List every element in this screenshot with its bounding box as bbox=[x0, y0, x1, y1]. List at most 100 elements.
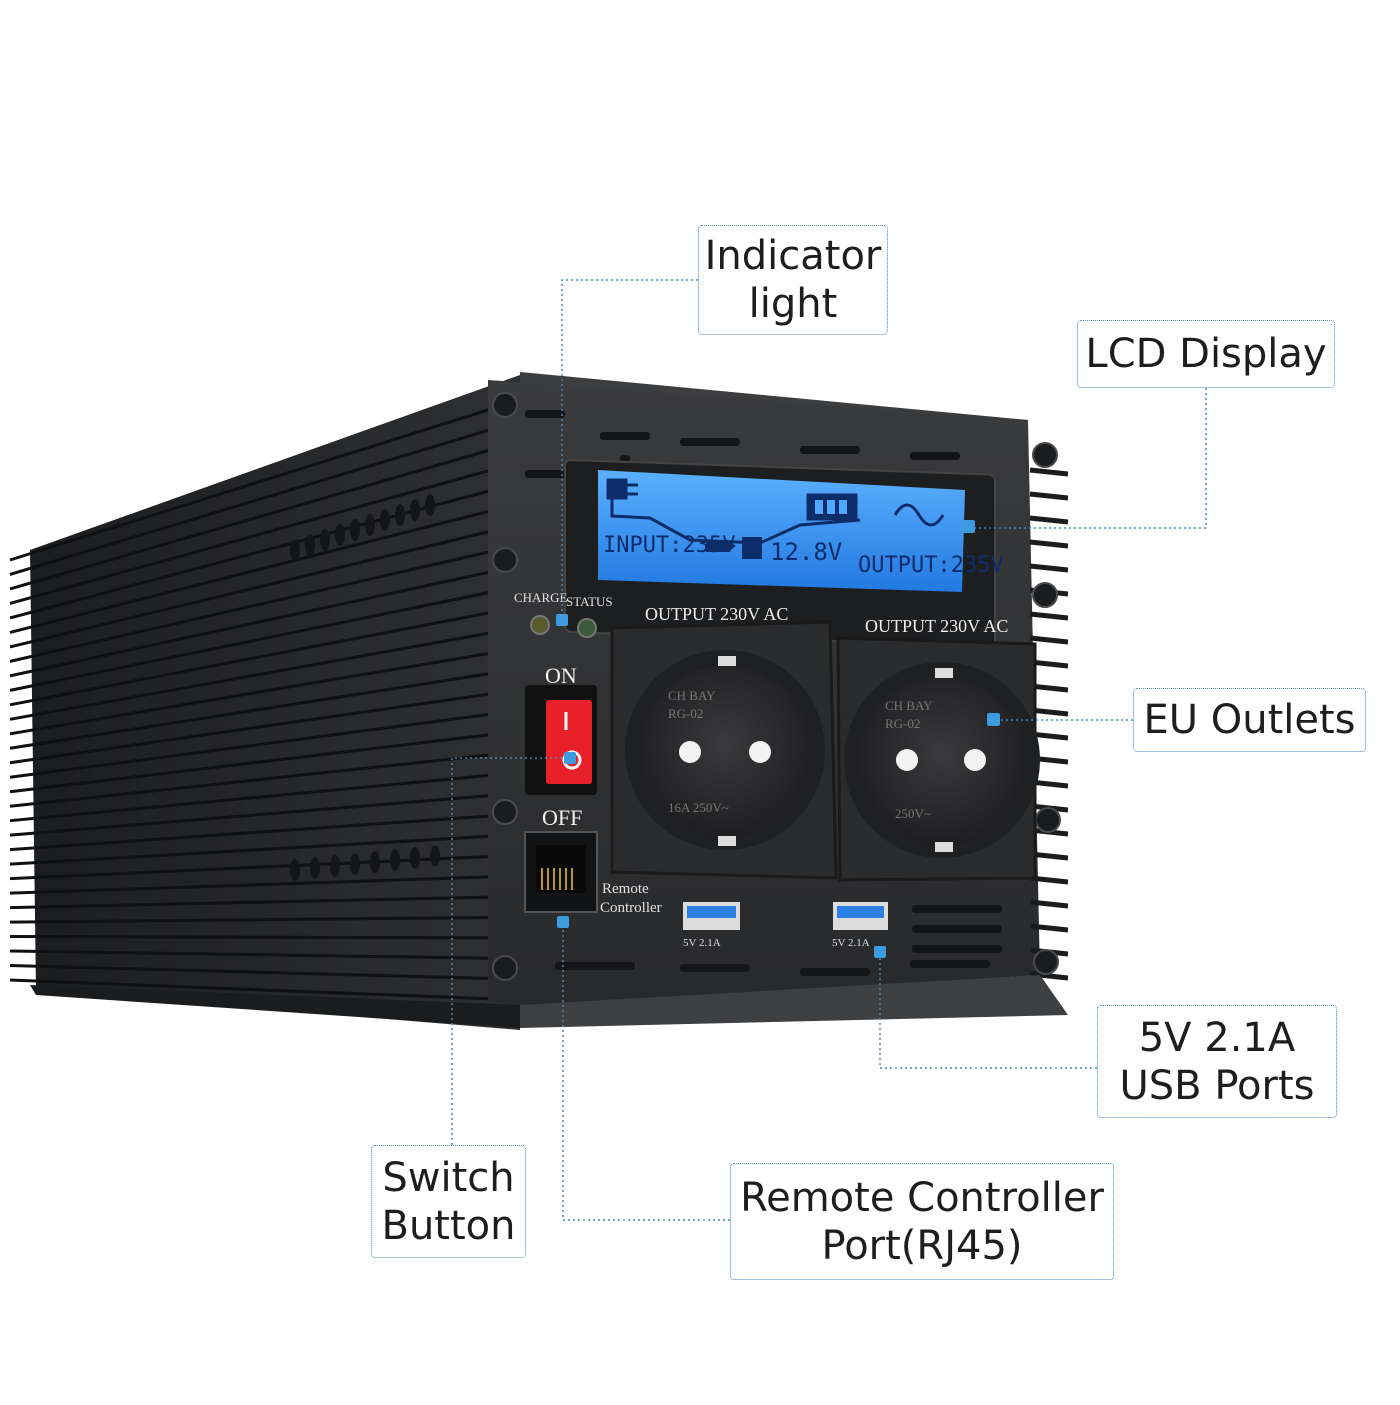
callout-lcd-display: LCD Display bbox=[1077, 320, 1335, 388]
heatsink-fin bbox=[9, 964, 521, 981]
callout-remote-line2: Port(RJ45) bbox=[821, 1222, 1023, 1269]
rj45-port[interactable]: Remote Controller bbox=[524, 831, 662, 916]
vent-slot bbox=[912, 945, 1002, 953]
outlets-marker bbox=[987, 713, 1000, 726]
vent-slot bbox=[912, 925, 1002, 933]
vent-slot bbox=[525, 410, 565, 418]
callout-switch-line2: Button bbox=[381, 1202, 516, 1249]
heatsink-fin bbox=[9, 708, 521, 779]
heatsink-fin bbox=[9, 439, 521, 591]
heatsink-fin bbox=[9, 935, 521, 940]
vent-hole bbox=[320, 529, 330, 551]
heatsink-fin bbox=[9, 978, 521, 1002]
heatsink-fin bbox=[9, 419, 521, 576]
callout-outlets-line1: EU Outlets bbox=[1143, 697, 1356, 743]
heatsink-fin bbox=[9, 605, 521, 707]
callout-lcd-line1: LCD Display bbox=[1085, 331, 1327, 377]
vent-hole bbox=[370, 851, 380, 873]
power-switch[interactable]: ON OFF bbox=[525, 663, 597, 830]
side-fin bbox=[1029, 923, 1069, 933]
heatsink-fin bbox=[9, 895, 521, 910]
vent-hole bbox=[350, 519, 360, 541]
side-fin bbox=[1029, 491, 1069, 501]
lcd-output-readout: OUTPUT:235V bbox=[858, 553, 1004, 578]
outlet-left-brand: CH BAY bbox=[668, 688, 716, 703]
usb-leader bbox=[879, 952, 1097, 1069]
battery-icon bbox=[742, 537, 762, 559]
switch-leader bbox=[451, 757, 570, 1145]
heatsink-fin bbox=[9, 646, 521, 736]
usb-marker bbox=[874, 946, 886, 958]
indicator-leader bbox=[561, 279, 698, 622]
lcd-marker bbox=[962, 520, 975, 533]
heatsink-fin bbox=[9, 626, 521, 721]
switch-marker bbox=[564, 752, 576, 764]
heatsink-fin bbox=[9, 584, 521, 692]
heatsink-fin bbox=[9, 812, 521, 852]
lcd-screen bbox=[598, 470, 965, 592]
charge-led bbox=[530, 615, 550, 635]
vent-hole bbox=[430, 845, 440, 867]
heatsink-fin bbox=[9, 460, 521, 605]
heatsink-fin bbox=[9, 688, 521, 765]
side-fin bbox=[1029, 563, 1069, 573]
heatsink-fin bbox=[9, 398, 521, 562]
callout-remote-port: Remote Controller Port(RJ45) bbox=[730, 1163, 1114, 1280]
heatsink-fin bbox=[9, 481, 521, 620]
heatsink-fin bbox=[9, 750, 521, 808]
callout-usb-ports: 5V 2.1A USB Ports bbox=[1097, 1005, 1337, 1118]
side-fin bbox=[1029, 899, 1069, 909]
outlet-right-label: OUTPUT 230V AC bbox=[865, 616, 1008, 636]
vent-hole bbox=[335, 524, 345, 546]
leader-lines bbox=[451, 279, 1207, 1221]
side-fin bbox=[1029, 971, 1069, 981]
base-plate bbox=[520, 975, 1068, 1028]
heatsink-fin bbox=[9, 564, 521, 678]
lcd-battery-readout: 12.8V bbox=[770, 538, 842, 566]
usb-port-left[interactable]: 5V 2.1A bbox=[683, 902, 740, 949]
vent-hole bbox=[290, 539, 300, 561]
heatsink-side bbox=[9, 375, 521, 1030]
vent-hole bbox=[410, 499, 420, 521]
side-fin bbox=[1029, 467, 1069, 477]
screw bbox=[1032, 582, 1058, 608]
switch-off-label: OFF bbox=[542, 805, 582, 830]
switch-rocker[interactable] bbox=[546, 700, 592, 784]
vent-slot bbox=[680, 438, 740, 446]
usb-port-right[interactable]: 5V 2.1A bbox=[832, 902, 888, 949]
vent-slot bbox=[910, 452, 960, 460]
vent-hole bbox=[395, 504, 405, 526]
indicator-lights: CHARGE STATUS bbox=[514, 590, 613, 638]
outlet-right-model: RG-02 bbox=[885, 716, 920, 731]
side-fin bbox=[1029, 515, 1069, 525]
callout-usb-line1: 5V 2.1A bbox=[1138, 1014, 1296, 1061]
vent-slot bbox=[525, 470, 565, 478]
vent-hole bbox=[305, 534, 315, 556]
status-label: STATUS bbox=[566, 594, 613, 609]
vent-hole bbox=[410, 847, 420, 869]
heatsink-fin bbox=[9, 770, 521, 823]
lcd-display: INPUT:235V 12.8V OUTPUT:235V bbox=[564, 458, 1004, 648]
indicator-marker bbox=[556, 614, 568, 626]
screw bbox=[1033, 949, 1059, 975]
outlet-left-model: RG-02 bbox=[668, 706, 703, 721]
screw bbox=[492, 955, 518, 981]
heatsink-fin bbox=[9, 874, 521, 895]
outlet-left-label: OUTPUT 230V AC bbox=[645, 604, 788, 624]
side-fin bbox=[1029, 611, 1069, 621]
vent-hole bbox=[425, 494, 435, 516]
screw bbox=[492, 392, 518, 418]
eu-outlet-right[interactable]: OUTPUT 230V AC CH BAY RG-02 250V~ bbox=[836, 616, 1040, 882]
vent-slot bbox=[600, 432, 650, 440]
heatsink-fin bbox=[9, 915, 521, 924]
vent-hole bbox=[380, 509, 390, 531]
remote-leader bbox=[562, 922, 730, 1221]
vent-hole bbox=[310, 857, 320, 879]
vent-slot bbox=[680, 964, 750, 972]
status-led bbox=[577, 618, 597, 638]
remote-marker bbox=[557, 916, 569, 928]
outlet-right-brand: CH BAY bbox=[885, 698, 933, 713]
heatsink-fin bbox=[9, 667, 521, 750]
eu-outlet-left[interactable]: OUTPUT 230V AC CH BAY RG-02 16A 250V~ bbox=[610, 604, 838, 880]
